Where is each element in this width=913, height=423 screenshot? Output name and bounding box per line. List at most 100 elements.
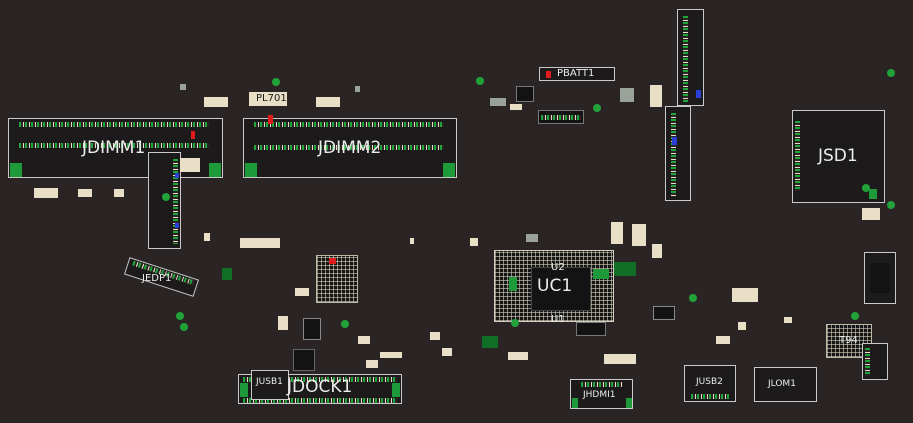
ic-right-a[interactable] (653, 306, 675, 320)
jdock1-pins-bottom (243, 398, 397, 403)
cap-s (380, 352, 402, 358)
cap-af (410, 238, 414, 244)
cap-ak (366, 360, 378, 368)
pbatt1-marker (546, 71, 551, 78)
connector-t94-side[interactable] (862, 343, 888, 380)
connector-t94-side-pins (865, 348, 870, 376)
cap-aj (358, 336, 370, 344)
via-h (180, 323, 188, 331)
cap-a (204, 97, 228, 107)
jhdmi1-connector[interactable] (570, 379, 633, 409)
pbatt1-fuse[interactable] (539, 67, 615, 81)
jdimm1-label: JDIMM1 (82, 138, 146, 158)
jusb1-connector[interactable] (251, 370, 289, 400)
cap-n (240, 238, 280, 248)
vertical-connector-left-blue-a (175, 173, 179, 178)
cap-f (510, 104, 522, 110)
jdimm2-mount-right (443, 163, 455, 177)
jusb1-label: JUSB1 (256, 377, 283, 387)
cap-b (316, 97, 340, 107)
vertical-connector-right-top[interactable] (677, 9, 704, 106)
jsd1-pins (795, 121, 800, 191)
via-d (887, 69, 895, 77)
jhdmi1-mount-left (572, 398, 578, 408)
jdimm2-pins-bottom (254, 145, 444, 150)
ic-right-b[interactable] (576, 322, 606, 336)
cap-o (222, 268, 232, 280)
jusb2-connector[interactable] (684, 365, 736, 402)
cap-al (526, 234, 538, 242)
jdimm1-mount-left (10, 163, 22, 177)
vertical-connector-left-pins (173, 159, 178, 244)
via-k (689, 294, 697, 302)
jdock1-pins-top (243, 377, 397, 382)
jdock1-mount-right (392, 383, 400, 397)
jdimm2-connector[interactable] (243, 115, 457, 178)
ic-top-b[interactable] (538, 110, 584, 124)
power-stage-marker (329, 258, 336, 264)
jhdmi1-label: JHDMI1 (583, 390, 616, 400)
via-g (176, 312, 184, 320)
jdimm1-pins-top (19, 122, 209, 127)
uc1-chipset[interactable] (494, 250, 614, 322)
connector-right-mid[interactable] (864, 252, 896, 304)
cap-e (490, 98, 506, 106)
jdimm2-label: JDIMM2 (318, 138, 382, 158)
via-pl701 (272, 78, 280, 86)
cap-ae (738, 322, 746, 330)
cap-u (611, 222, 623, 244)
jhdmi1-pins (581, 382, 623, 387)
vertical-connector-left-blue-b (175, 223, 179, 228)
jsd1-label: JSD1 (818, 146, 858, 166)
ic-power-b[interactable] (293, 349, 315, 371)
via-l (851, 312, 859, 320)
vertical-connector-right-bottom[interactable] (665, 106, 691, 201)
pl701-inductor[interactable] (249, 92, 287, 106)
ic-top-a[interactable] (516, 86, 534, 102)
via-c (593, 104, 601, 112)
jsd1-mount-a (869, 189, 877, 199)
via-a (162, 193, 170, 201)
uc1-label: UC1 (537, 276, 573, 296)
uc1-pad-b (593, 269, 609, 279)
power-stage-block[interactable] (316, 255, 358, 303)
jdock1-label: JDOCK1 (287, 377, 353, 397)
via-b (476, 77, 484, 85)
cap-ad (716, 336, 730, 344)
via-e (862, 184, 870, 192)
jedp1-label: JEDP1 (142, 273, 172, 284)
jlom1-label: JLOM1 (768, 379, 796, 389)
jdimm2-pins-top (254, 122, 444, 127)
cap-h (650, 85, 662, 107)
cap-v (632, 224, 646, 246)
ic-top-b-pins (541, 115, 581, 120)
cap-g (620, 88, 634, 102)
via-j (511, 319, 519, 327)
jdock1-mount-left (240, 383, 248, 397)
vertical-connector-right-bottom-blue (672, 137, 677, 145)
via-i (341, 320, 349, 328)
cap-t (442, 348, 452, 356)
u1-label: U1 (551, 314, 565, 325)
jhdmi1-mount-right (626, 398, 632, 408)
cap-r (278, 316, 288, 330)
cap-x (614, 262, 636, 276)
uc1-die (531, 267, 591, 311)
pbatt1-label: PBATT1 (557, 68, 595, 79)
jdimm2-mount-left (245, 163, 257, 177)
cap-y (732, 288, 758, 302)
vertical-connector-right-top-blue (696, 90, 701, 98)
cap-d (355, 86, 360, 92)
jdimm1-connector[interactable] (8, 118, 223, 178)
cap-ah (430, 332, 440, 340)
cap-m (180, 158, 200, 172)
cap-l (114, 189, 124, 197)
cap-p (204, 233, 210, 241)
t94-label: T94 (839, 335, 858, 346)
jusb2-label: JUSB2 (696, 377, 723, 387)
uc1-pad-a (509, 277, 517, 291)
ic-power-a[interactable] (303, 318, 321, 340)
jlom1-connector[interactable] (754, 367, 817, 402)
cap-w (652, 244, 662, 258)
